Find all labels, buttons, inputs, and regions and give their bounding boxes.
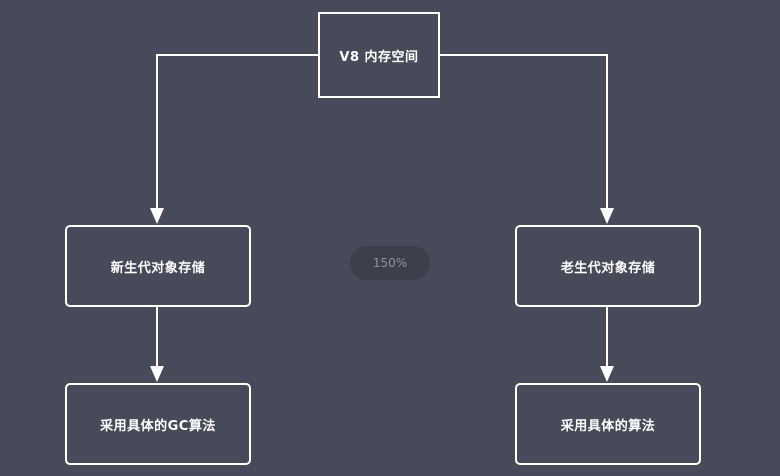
node-old-algorithm[interactable]: 采用具体的算法	[515, 383, 701, 465]
arrowhead-root-to-old	[600, 208, 614, 224]
zoom-level-text: 150%	[372, 256, 408, 270]
node-young-generation-storage[interactable]: 新生代对象存储	[65, 225, 251, 307]
zoom-level-indicator: 150%	[350, 246, 430, 280]
node-label: 采用具体的算法	[560, 418, 656, 434]
arrowhead-young-to-gc	[150, 366, 164, 382]
node-old-generation-storage[interactable]: 老生代对象存储	[515, 225, 701, 307]
arrowhead-old-to-algorithm	[600, 366, 614, 382]
node-v8-memory-space[interactable]: V8 内存空间	[318, 12, 440, 98]
node-label: 新生代对象存储	[110, 260, 206, 276]
node-label: 采用具体的GC算法	[100, 418, 216, 434]
node-label: 老生代对象存储	[560, 260, 656, 276]
connector-root-to-young	[156, 54, 318, 212]
connector-root-to-old	[440, 54, 608, 212]
arrowhead-root-to-young	[150, 208, 164, 224]
node-label: V8 内存空间	[339, 49, 419, 65]
node-young-gc-algorithm[interactable]: 采用具体的GC算法	[65, 383, 251, 465]
